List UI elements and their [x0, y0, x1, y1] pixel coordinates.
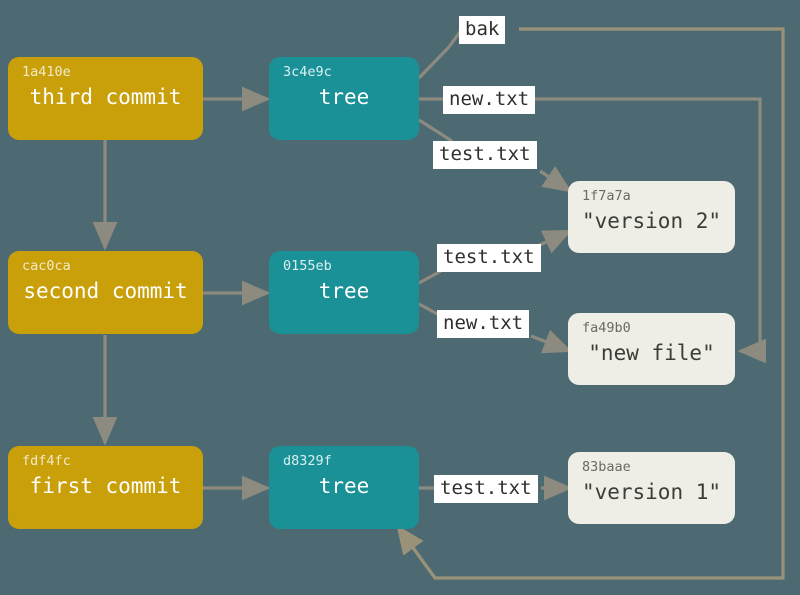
- edge-label-new-txt-top: new.txt: [443, 86, 536, 114]
- edge-label-test-txt-mid: test.txt: [437, 244, 541, 272]
- commit-node-1a410e[interactable]: 1a410e third commit: [8, 57, 203, 140]
- edge-bak-route-tree1: [396, 27, 785, 580]
- commit-sha: fdf4fc: [22, 453, 71, 469]
- commit-sha: 1a410e: [22, 64, 71, 80]
- blob-label: "version 1": [581, 480, 722, 504]
- edge-tree3-bak: [417, 28, 464, 80]
- edge-label-bak: bak: [459, 16, 506, 44]
- edge-testtxt-blob-version2: [539, 166, 573, 193]
- edge-newtxt-top-route-blob-newfile: [531, 97, 767, 364]
- commit-node-cac0ca[interactable]: cac0ca second commit: [8, 251, 203, 334]
- blob-sha: 1f7a7a: [582, 188, 631, 204]
- tree-label: tree: [318, 85, 370, 109]
- tree-node-3c4e9c[interactable]: 3c4e9c tree: [269, 57, 419, 140]
- tree-sha: d8329f: [283, 453, 332, 469]
- blob-node-83baae[interactable]: 83baae "version 1": [568, 452, 735, 524]
- tree-node-d8329f[interactable]: d8329f tree: [269, 446, 419, 529]
- edge-label-test-txt-bottom: test.txt: [434, 475, 538, 503]
- commit-node-fdf4fc[interactable]: fdf4fc first commit: [8, 446, 203, 529]
- blob-node-fa49b0[interactable]: fa49b0 "new file": [568, 313, 735, 385]
- tree-node-0155eb[interactable]: 0155eb tree: [269, 251, 419, 334]
- blob-sha: fa49b0: [582, 320, 631, 336]
- tree-label: tree: [318, 474, 370, 498]
- blob-label: "version 2": [581, 209, 722, 233]
- edge-label-test-txt-top: test.txt: [433, 141, 537, 169]
- edge-tree2-testtxt: [418, 269, 442, 285]
- blob-sha: 83baae: [582, 459, 631, 475]
- commit-label: third commit: [29, 85, 182, 109]
- edge-tree3-testtxt: [418, 118, 453, 143]
- edge-newtxt-mid-blob-newfile: [530, 329, 573, 354]
- tree-sha: 0155eb: [283, 258, 332, 274]
- blob-label: "new file": [588, 341, 715, 365]
- edge-label-new-txt-mid: new.txt: [437, 310, 530, 338]
- tree-label: tree: [318, 279, 370, 303]
- tree-sha: 3c4e9c: [283, 64, 332, 80]
- commit-label: first commit: [29, 474, 182, 498]
- blob-node-1f7a7a[interactable]: 1f7a7a "version 2": [568, 181, 735, 253]
- commit-label: second commit: [23, 279, 188, 303]
- commit-sha: cac0ca: [22, 258, 71, 274]
